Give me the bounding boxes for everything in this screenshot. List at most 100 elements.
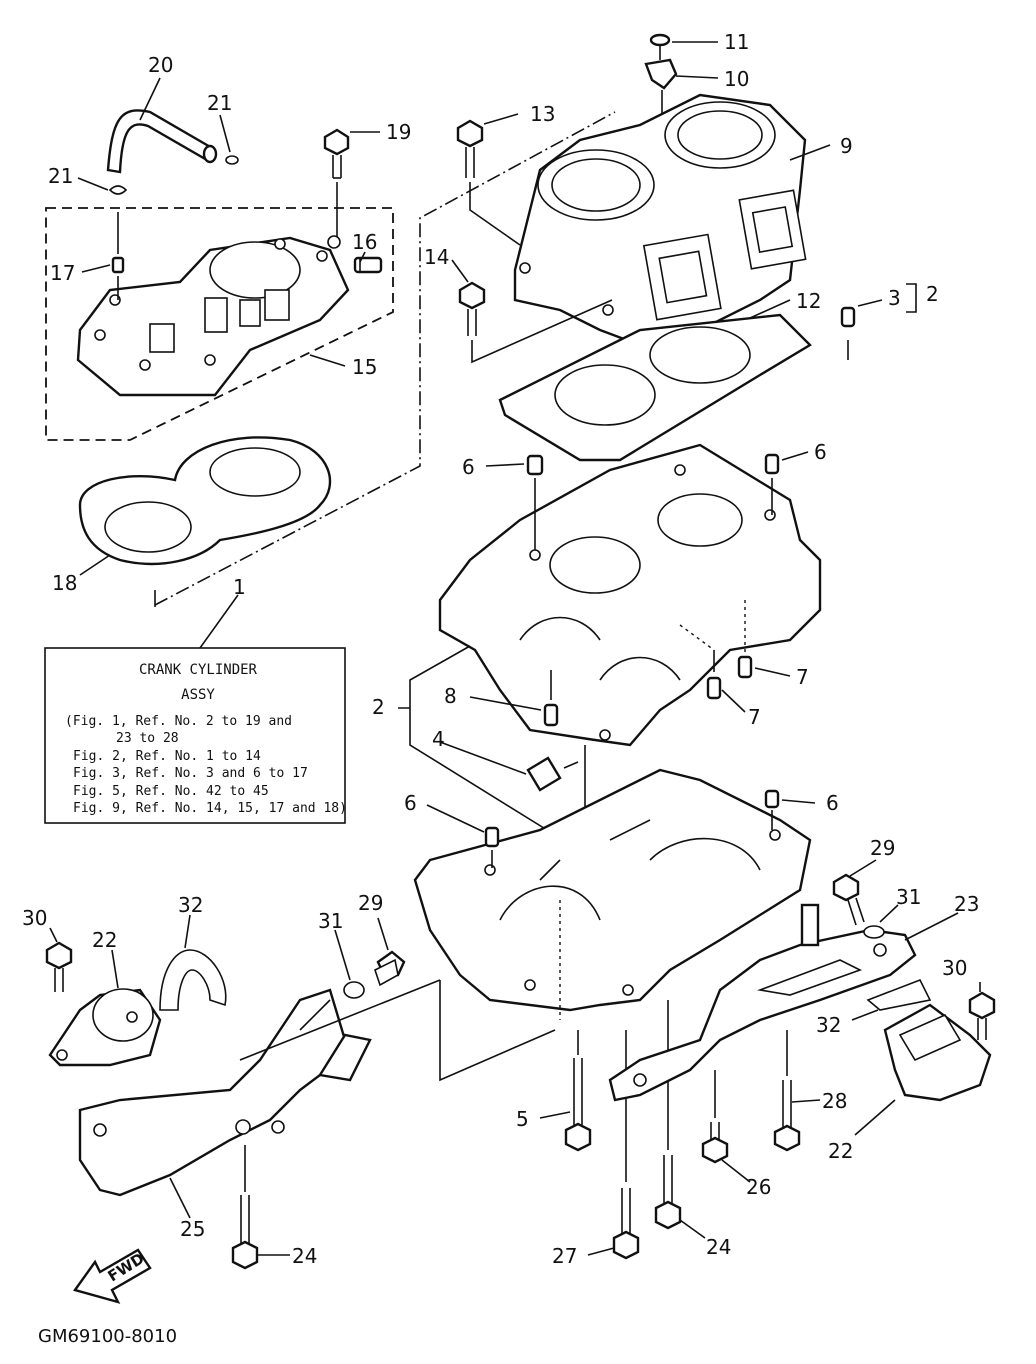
bracket-3-2 (906, 283, 917, 313)
callout-22-right: 22 (828, 1139, 853, 1163)
callout-21-lower: 21 (48, 164, 73, 188)
callout-24-left: 24 (292, 1244, 317, 1268)
callout-4: 4 (432, 727, 445, 751)
callout-32-left: 32 (178, 893, 203, 917)
callout-14: 14 (424, 245, 449, 269)
assy-box-line-2: 23 to 28 (116, 731, 179, 746)
callout-2-lower: 2 (372, 695, 385, 719)
strap-32-left (159, 949, 227, 1011)
callout-31-left: 31 (318, 909, 343, 933)
callout-8: 8 (444, 684, 457, 708)
callout-5: 5 (516, 1107, 529, 1131)
lower-crankcase (413, 768, 812, 1012)
bolt-28 (773, 1030, 801, 1152)
bracket-left-guide (239, 979, 441, 1061)
callout-7-lower: 7 (748, 705, 761, 729)
strap-32-right (866, 978, 932, 1011)
callout-27: 27 (552, 1244, 577, 1268)
callout-6-upper-left: 6 (462, 455, 475, 479)
spacer-4 (526, 756, 579, 792)
callout-28: 28 (822, 1089, 847, 1113)
bolt-24-left (231, 1145, 259, 1270)
drawing-code: GM69100-8010 (38, 1326, 177, 1347)
fitting-16 (353, 256, 383, 274)
cylinder-head-cover (76, 236, 350, 397)
dowel-3 (840, 306, 856, 360)
callout-9: 9 (840, 134, 853, 158)
callout-20: 20 (148, 53, 173, 77)
callout-30-left: 30 (22, 906, 47, 930)
callout-12: 12 (796, 289, 821, 313)
dowel-6-upper-right (764, 453, 780, 515)
callout-32-right: 32 (816, 1013, 841, 1037)
leader-lines (49, 41, 981, 1256)
assy-box-line-1: (Fig. 1, Ref. No. 2 to 19 and (65, 714, 292, 729)
assy-box-line-3: Fig. 2, Ref. No. 1 to 14 (73, 749, 261, 764)
callout-18: 18 (52, 571, 77, 595)
washer-31-right (863, 925, 885, 939)
assy-box-title-2: ASSY (181, 687, 215, 703)
bolt-13 (456, 119, 521, 246)
callout-1: 1 (233, 575, 246, 599)
dowel-6-lower-right (764, 789, 780, 830)
assy-box-line-4: Fig. 3, Ref. No. 3 and 6 to 17 (73, 766, 308, 781)
bolt-24-right (654, 1000, 682, 1230)
assy-box-title-1: CRANK CYLINDER (139, 662, 258, 678)
callout-22-left: 22 (92, 928, 117, 952)
bracket-lower-left (439, 980, 556, 1082)
cylinder-block (513, 93, 807, 347)
callout-23: 23 (954, 892, 979, 916)
screw-11 (649, 33, 671, 60)
dashed-group-frame (45, 207, 394, 441)
callout-21-upper: 21 (207, 91, 232, 115)
dowel-6-lower-left (484, 826, 500, 868)
callout-13: 13 (530, 102, 555, 126)
cylinder-base-gasket (498, 313, 812, 462)
engine-mount-right (883, 1003, 992, 1102)
assy-info-box: CRANK CYLINDER ASSY (Fig. 1, Ref. No. 2 … (44, 647, 347, 824)
washer-31-left (343, 981, 365, 999)
bolt-26 (701, 1070, 729, 1164)
bolt-30-left (45, 941, 73, 992)
callout-31-right: 31 (896, 885, 921, 909)
callout-30-right: 30 (942, 956, 967, 980)
callout-26: 26 (746, 1175, 771, 1199)
dowel-7-upper (737, 600, 753, 679)
bolt-30-right (968, 991, 996, 1040)
callout-19: 19 (386, 120, 411, 144)
dowel-8 (543, 670, 559, 727)
callout-11: 11 (724, 30, 749, 54)
bolt-5 (564, 1030, 592, 1152)
callout-24-right: 24 (706, 1235, 731, 1259)
screw-19 (323, 128, 350, 249)
callout-labels: 20 21 21 19 16 17 15 18 1 11 10 13 9 14 … (22, 30, 979, 1268)
fwd-arrow: FWD (73, 1248, 152, 1304)
dowel-7-lower (679, 624, 722, 700)
callout-25: 25 (180, 1217, 205, 1241)
callout-6-lower-right: 6 (826, 791, 839, 815)
dowel-6-upper-left (526, 454, 544, 550)
breather-hose (106, 109, 218, 174)
assy-bracket-line (154, 111, 616, 606)
hose-clip-lower (108, 185, 128, 195)
dowel-17 (111, 212, 125, 300)
callout-29-left: 29 (358, 891, 383, 915)
bracket-2-crankcase (398, 645, 561, 839)
bolt-14 (458, 281, 613, 364)
bolt-29-right (832, 873, 865, 926)
assy-box-line-5: Fig. 5, Ref. No. 42 to 45 (73, 784, 269, 799)
bolt-27 (612, 1030, 640, 1260)
callout-29-right: 29 (870, 836, 895, 860)
callout-6-upper-right: 6 (814, 440, 827, 464)
callout-6-lower-left: 6 (404, 791, 417, 815)
callout-15: 15 (352, 355, 377, 379)
bolt-29-left (374, 950, 406, 987)
engine-mount-left (48, 988, 162, 1067)
callout-16: 16 (352, 230, 377, 254)
callout-10: 10 (724, 67, 749, 91)
callout-7-upper: 7 (796, 665, 809, 689)
assy-box-line-6: Fig. 9, Ref. No. 14, 15, 17 and 18) (73, 801, 347, 816)
callout-2-upper: 2 (926, 282, 939, 306)
engine-mount-bracket-left (78, 988, 372, 1197)
